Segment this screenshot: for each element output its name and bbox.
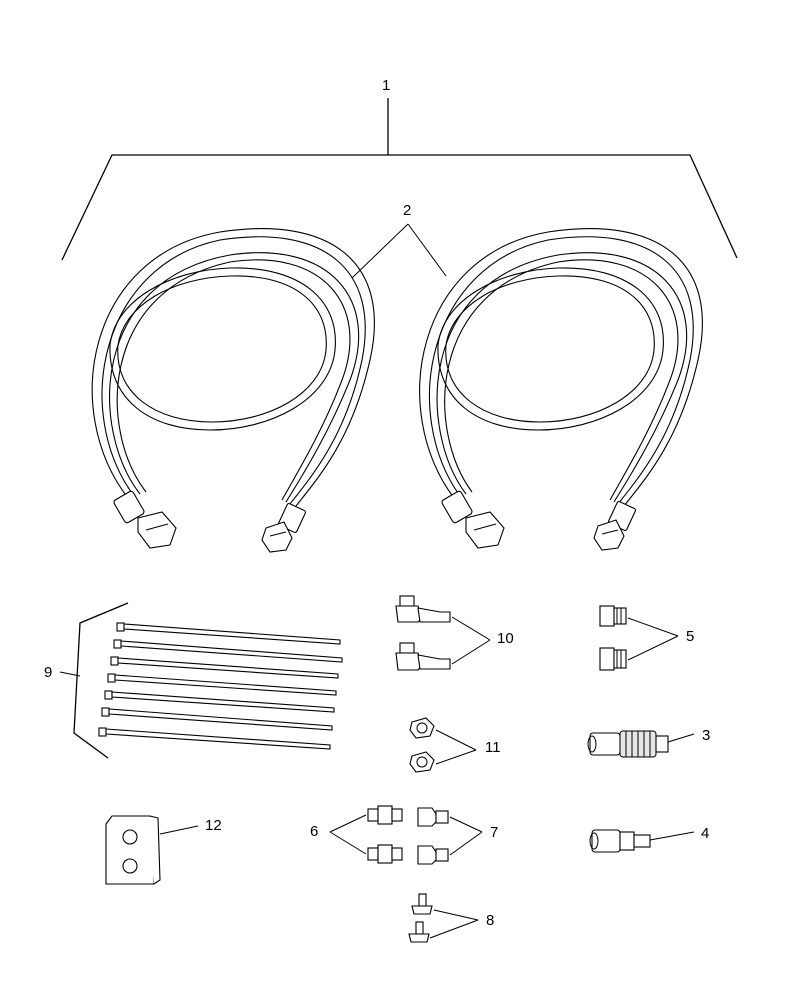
cable-ties — [59, 602, 343, 759]
callout-11: 11 — [485, 739, 501, 756]
quick-coupler — [587, 730, 669, 758]
callout-6: 6 — [310, 823, 318, 840]
callout-2: 2 — [403, 202, 411, 219]
callout-5: 5 — [686, 628, 694, 645]
callout-3: 3 — [702, 727, 710, 744]
cable-tie — [110, 656, 339, 679]
callout-2-leaders — [351, 223, 447, 279]
adapter-fitting — [599, 647, 627, 671]
coupler-nipple — [589, 829, 651, 853]
callout-1: 1 — [382, 77, 390, 94]
hex-nut — [409, 751, 435, 773]
callout-12: 12 — [205, 817, 222, 834]
cable-tie — [107, 673, 337, 696]
callout-7: 7 — [490, 824, 498, 841]
reducer-fitting — [417, 845, 449, 865]
kit-bracket — [61, 98, 738, 261]
reducer-fitting — [417, 807, 449, 827]
hex-nut — [409, 717, 435, 739]
callout-4: 4 — [701, 825, 709, 842]
hose-assembly-right — [419, 228, 703, 551]
straight-fitting — [367, 844, 403, 864]
flange-bolt — [408, 921, 430, 943]
cable-tie — [116, 622, 341, 645]
mounting-bracket — [105, 815, 161, 885]
straight-fitting — [367, 805, 403, 825]
elbow-fitting — [395, 595, 451, 623]
callout-10: 10 — [497, 630, 514, 647]
adapter-fitting — [599, 605, 627, 627]
cable-tie — [101, 707, 333, 731]
cable-tie — [104, 690, 335, 713]
cable-tie — [98, 727, 331, 750]
cable-tie — [113, 639, 343, 663]
elbow-fitting — [395, 642, 451, 671]
callout-9: 9 — [44, 664, 52, 681]
callout-8: 8 — [486, 912, 494, 929]
flange-bolt — [411, 893, 433, 915]
hose-assembly-left — [91, 228, 375, 553]
